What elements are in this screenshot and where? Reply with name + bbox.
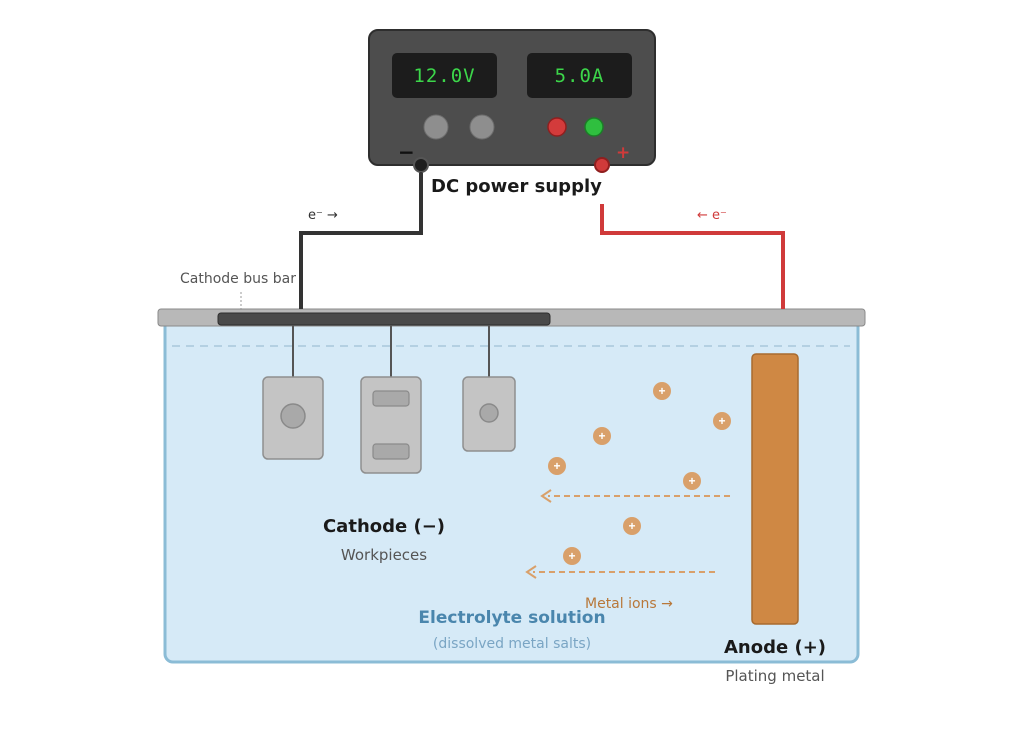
metal-ion-1: + xyxy=(653,382,671,400)
metal-ion-4: + xyxy=(548,457,566,475)
svg-text:+: + xyxy=(568,549,575,563)
svg-text:+: + xyxy=(658,384,665,398)
current-knob[interactable] xyxy=(469,114,495,140)
svg-text:+: + xyxy=(718,414,725,428)
workpiece-1-hole xyxy=(280,403,306,429)
metal-ion-6: + xyxy=(623,517,641,535)
positive-terminal[interactable] xyxy=(594,157,610,173)
svg-text:+: + xyxy=(688,474,695,488)
anode-sublabel: Plating metal xyxy=(725,667,825,685)
metal-ion-3: + xyxy=(593,427,611,445)
voltage-display: 12.0V xyxy=(392,53,497,98)
green-indicator-light xyxy=(584,117,604,137)
anode-label: Anode (+) xyxy=(723,637,827,658)
electrolyte-sublabel: (dissolved metal salts) xyxy=(432,636,592,652)
metal-ion-2: + xyxy=(713,412,731,430)
power-supply-label: DC power supply xyxy=(431,176,602,197)
svg-text:+: + xyxy=(598,429,605,443)
metal-ions-label: Metal ions → xyxy=(585,596,673,612)
cathode-bus-bar xyxy=(217,312,551,326)
positive-symbol: + xyxy=(616,143,631,163)
metal-ion-5: + xyxy=(683,472,701,490)
workpiece-3-hole xyxy=(479,403,499,423)
metal-ion-7: + xyxy=(563,547,581,565)
electron-flow-right-label: ← e⁻ xyxy=(697,208,727,223)
cathode-sublabel: Workpieces xyxy=(340,546,428,564)
anode-bar xyxy=(751,353,799,625)
workpiece-2-slot-bottom xyxy=(372,443,410,460)
bus-bar-label: Cathode bus bar xyxy=(180,271,296,287)
voltage-knob[interactable] xyxy=(423,114,449,140)
negative-terminal[interactable] xyxy=(413,157,429,173)
electron-flow-left-label: e⁻ → xyxy=(308,208,338,223)
negative-wire xyxy=(299,170,423,309)
negative-symbol: − xyxy=(398,140,415,164)
svg-text:+: + xyxy=(628,519,635,533)
workpiece-2-slot-top xyxy=(372,390,410,407)
ion-flow-arrowhead-2 xyxy=(525,565,537,579)
ion-flow-arrowhead-1 xyxy=(540,489,552,503)
cathode-label: Cathode (−) xyxy=(322,516,446,537)
positive-wire xyxy=(600,204,785,309)
svg-text:+: + xyxy=(553,459,560,473)
red-indicator-light xyxy=(547,117,567,137)
current-display: 5.0A xyxy=(527,53,632,98)
electrolyte-label: Electrolyte solution xyxy=(418,608,606,628)
